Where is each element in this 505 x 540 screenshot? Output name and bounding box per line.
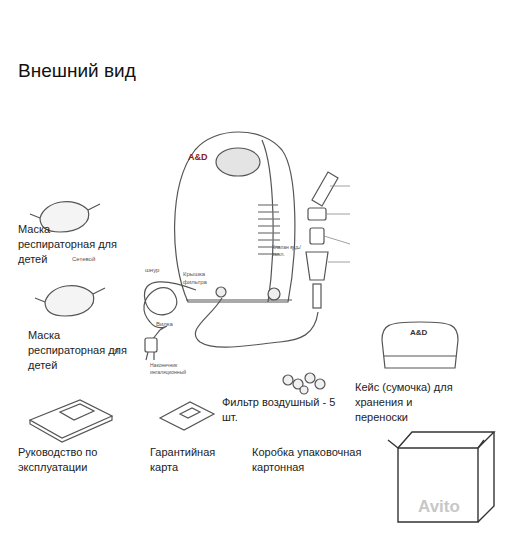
part-label: Коробка упаковочная картонная: [252, 445, 372, 475]
part-label: Сетевой: [72, 255, 95, 263]
part-label: Гарантийная карта: [150, 445, 225, 475]
carton-box: [388, 432, 494, 522]
part-label: Кейс (сумочка) для хранения и переноски: [355, 380, 455, 425]
brand-logo: A&D: [410, 328, 427, 339]
manual: [30, 400, 112, 438]
switch-knob: [268, 288, 280, 300]
device-panel-line: [262, 140, 273, 302]
case-seam: [384, 355, 456, 356]
page-title: Внешний вид: [18, 60, 136, 82]
part-label: Наконечник ингаляционный: [150, 362, 194, 376]
plug-pin: [153, 352, 154, 360]
manual-edge: [30, 416, 112, 442]
text-fragment: я: [114, 345, 119, 357]
carry-case: [382, 322, 458, 368]
part-label: Клапан вкл./выкл.: [272, 244, 302, 258]
child-mask: [45, 286, 94, 316]
air-tube: [195, 298, 318, 347]
plug: [145, 338, 157, 352]
part-label: Крышка фильтра: [183, 270, 215, 286]
part-label: Вилка: [156, 320, 173, 328]
nebulizer-connector: [313, 284, 321, 308]
power-cord: [144, 282, 196, 340]
filter-cover: [216, 287, 226, 297]
brand-logo: A&D: [188, 151, 208, 163]
leader-lines: [292, 186, 350, 262]
part-label: Руководство по эксплуатации: [18, 445, 118, 475]
mask-strap: [35, 288, 105, 302]
nebulizer-top: [308, 208, 326, 220]
device-body: [175, 132, 295, 302]
mask-strap: [30, 204, 100, 218]
watermark: Avito: [418, 496, 460, 519]
part-label: Фильтр воздушный - 5 шт.: [222, 395, 347, 425]
device-base: [186, 299, 292, 300]
part-label: шнур: [145, 266, 159, 274]
card-mark: [180, 408, 200, 418]
nebulizer-cup: [306, 252, 328, 280]
nebulizer-valve: [310, 228, 324, 244]
warranty-card: [160, 402, 214, 430]
plug-pin: [146, 352, 148, 360]
part-label: Маска респираторная для детей: [28, 328, 128, 373]
air-filters: [283, 373, 325, 394]
manual-cover-mark: [60, 404, 94, 420]
mouthpiece: [312, 172, 338, 206]
device-window: [216, 148, 260, 176]
